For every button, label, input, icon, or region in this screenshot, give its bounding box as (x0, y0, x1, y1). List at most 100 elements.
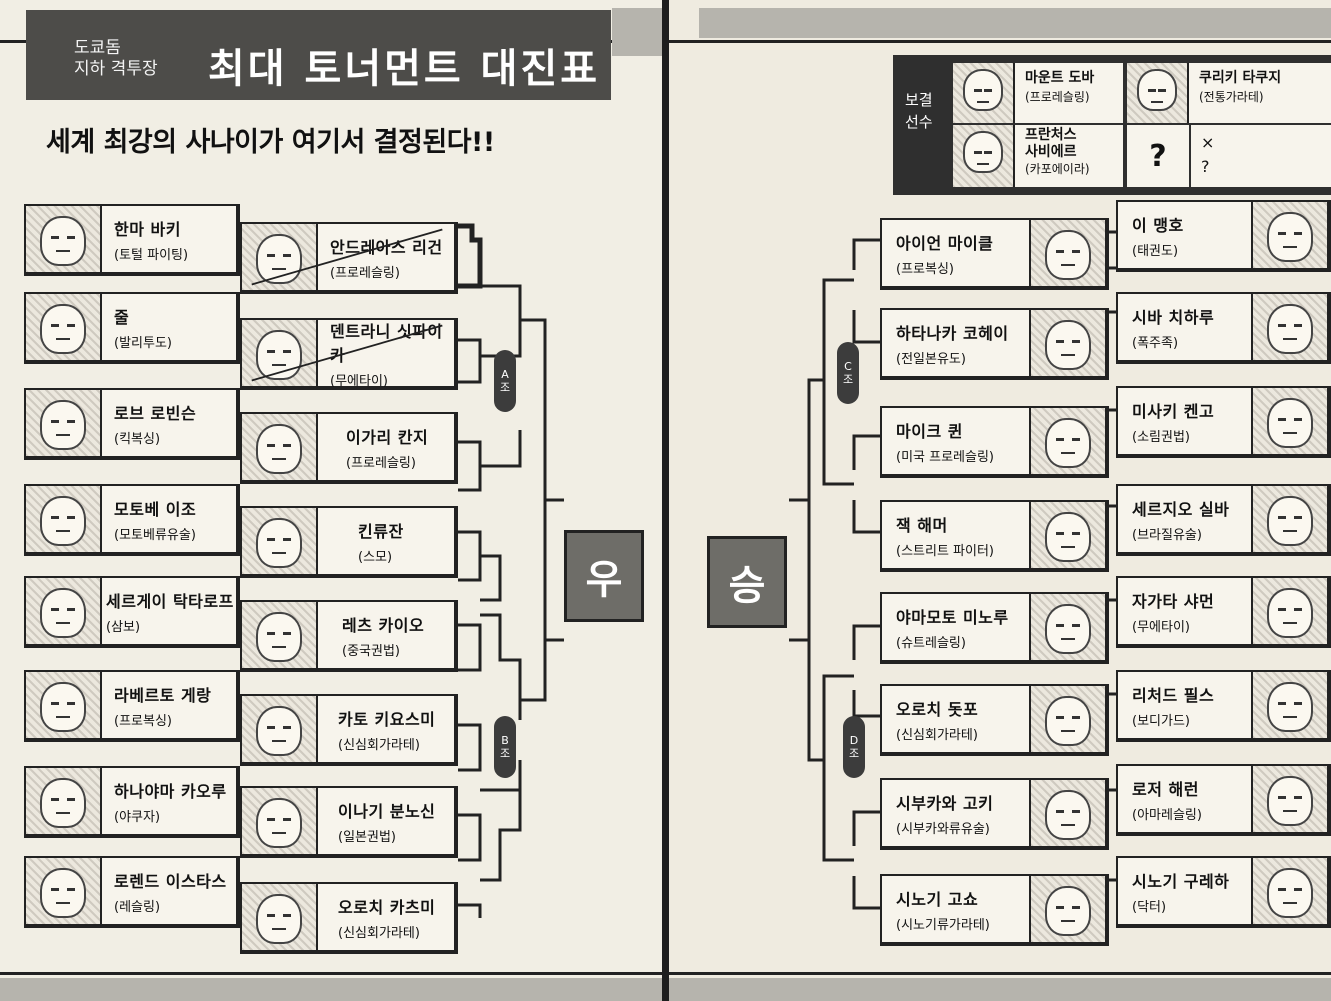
fighter-style: (프로레슬링) (1025, 90, 1090, 104)
fighter-portrait (1251, 766, 1327, 832)
fighter-name: 야마모토 미노루 (896, 607, 1009, 627)
fighter-card-shibukawa[interactable]: 시부카와 고키(시부카와류유술) (880, 778, 1109, 850)
fighter-name: 마이크 퀸 (896, 421, 963, 441)
fighter-style: (프로복싱) (896, 261, 954, 277)
fighter-style: (삼보) (106, 619, 141, 635)
fighter-name: 하나야마 카오루 (114, 781, 227, 801)
fighter-style: (카포에이라) (1025, 162, 1090, 176)
fighter-name: 레츠 카이오 (342, 615, 425, 635)
fighter-card-eastas[interactable]: 로렌드 이스타스(레슬링) (24, 856, 240, 928)
fighter-portrait (26, 768, 102, 834)
fighter-name: 프란처스 사비에르 (1025, 127, 1077, 160)
fighter-card-robinson[interactable]: 로브 로빈슨(킥복싱) (24, 388, 240, 460)
fighter-card-inagi[interactable]: 이나기 분노신(일본권법) (240, 786, 458, 858)
fighter-portrait (26, 578, 102, 644)
fighter-portrait (1029, 310, 1105, 376)
fighter-card-katsumi[interactable]: 오로치 카츠미(신심회가라테) (240, 882, 458, 954)
fighter-style: (시노기류가라테) (896, 917, 990, 933)
reserve-label: 보결 선수 (905, 91, 933, 131)
fighter-card-quinn[interactable]: 마이크 퀸 (미국 프로레슬링) (880, 406, 1109, 478)
group-d-label: D 조 (843, 716, 865, 778)
fighter-card-dentrani[interactable]: 덴트라니 싯파이카(무에타이) (240, 318, 458, 390)
fighter-style: (신심회가라테) (338, 737, 420, 753)
fighter-portrait (1127, 63, 1189, 123)
fighter-card-baki[interactable]: 한마 바키(토털 파이팅) (24, 204, 240, 276)
fighter-card-tactarov[interactable]: 세르게이 탁타로프(삼보) (24, 576, 240, 648)
unknown-reserve-info: × ? (1191, 125, 1331, 187)
bottom-band (0, 978, 662, 1001)
fighter-card-gaoh[interactable]: 시노기 고쇼(시노기류가라테) (880, 874, 1109, 946)
fighter-card-silva[interactable]: 세르지오 실바 (브라질유술) (1116, 484, 1331, 556)
fighter-card-lee[interactable]: 이 맹호(태권도) (1116, 200, 1331, 272)
fighter-name: 리처드 필스 (1132, 685, 1215, 705)
reserve-player-mount-toba[interactable]: 마운트 도바(프로레슬링) (953, 63, 1123, 123)
fighter-card-guerang[interactable]: 라베르토 게랑(프로복싱) (24, 670, 240, 742)
fighter-portrait (1251, 858, 1327, 924)
fighter-style: (브라질유술) (1132, 527, 1202, 543)
fighter-style: (닥터) (1132, 899, 1167, 915)
fighter-card-fils[interactable]: 리처드 필스(보디가드) (1116, 670, 1331, 742)
fighter-portrait (242, 508, 318, 574)
fighter-card-motobe[interactable]: 모토베 이조(모토베류유술) (24, 484, 240, 556)
reserve-player-kuriki[interactable]: 쿠리키 타쿠지(전통가라테) (1127, 63, 1331, 123)
fighter-portrait (26, 486, 102, 552)
fighter-style: (프로레슬링) (330, 265, 400, 281)
fighter-name: 하타나카 코헤이 (896, 323, 1009, 343)
fighter-card-shiba[interactable]: 시바 치하루(폭주족) (1116, 292, 1331, 364)
fighter-portrait (1029, 408, 1105, 474)
headline: 세계 최강의 사나이가 여기서 결정된다!! (46, 127, 495, 158)
fighter-style: (미국 프로레슬링) (896, 449, 994, 465)
fighter-portrait (1251, 486, 1327, 552)
fighter-portrait (26, 672, 102, 738)
fighter-name: 세르지오 실바 (1132, 499, 1230, 519)
fighter-card-igari[interactable]: 이가리 칸지(프로레슬링) (240, 412, 458, 484)
fighter-portrait (1251, 202, 1327, 268)
top-band (699, 8, 1331, 38)
reserve-player-francis[interactable]: 프란처스 사비에르 (카포에이라) (953, 125, 1123, 187)
fighter-card-hanayama[interactable]: 하나야마 카오루 (야쿠자) (24, 766, 240, 838)
fighter-name: 덴트라니 싯파이카 (330, 321, 443, 365)
fighter-style: (야쿠자) (114, 809, 161, 825)
fighter-style: (스트리트 파이터) (896, 543, 994, 559)
fighter-style: (발리투도) (114, 335, 172, 351)
fighter-card-hammer[interactable]: 잭 해머 (스트리트 파이터) (880, 500, 1109, 572)
fighter-card-kinryuzan[interactable]: 킨류잔(스모) (240, 506, 458, 578)
fighter-portrait (242, 602, 318, 668)
fighter-card-zul[interactable]: 줄(발리투도) (24, 292, 240, 364)
fighter-style: (스모) (358, 549, 393, 565)
fighter-card-yamamoto[interactable]: 야마모토 미노루 (슈트레슬링) (880, 592, 1109, 664)
fighter-name: 로브 로빈슨 (114, 403, 197, 423)
fighter-style: (일본권법) (338, 829, 396, 845)
fighter-name: 시부카와 고키 (896, 793, 994, 813)
book-gutter (662, 0, 669, 1001)
fighter-style: (무에타이) (1132, 619, 1190, 635)
fighter-name: 오로치 돗포 (896, 699, 979, 719)
fighter-card-doppo[interactable]: 오로치 돗포(신심회가라테) (880, 684, 1109, 756)
fighter-portrait (953, 63, 1015, 123)
right-page: 보결 선수 마운트 도바(프로레슬링) 쿠리키 타쿠지(전통가라테) 프란처스 … (669, 0, 1331, 1001)
fighter-portrait (26, 858, 102, 924)
fighter-card-misaki[interactable]: 미사키 켄고(소림권법) (1116, 386, 1331, 458)
bottom-rule (0, 972, 662, 975)
fighter-card-michael[interactable]: 아이언 마이클(프로복싱) (880, 218, 1109, 290)
fighter-style: (아마레슬링) (1132, 807, 1202, 823)
fighter-style: (레슬링) (114, 899, 161, 915)
fighter-style: (전일본유도) (896, 351, 966, 367)
fighter-card-retsu[interactable]: 레츠 카이오(중국권법) (240, 600, 458, 672)
fighter-style: (태권도) (1132, 243, 1179, 259)
fighter-card-kureha[interactable]: 시노기 구레하(닥터) (1116, 856, 1331, 928)
fighter-portrait (1029, 876, 1105, 942)
group-b-label: B 조 (494, 716, 516, 778)
fighter-name: 이가리 칸지 (346, 427, 429, 447)
fighter-card-hearn[interactable]: 로저 해런(아마레슬링) (1116, 764, 1331, 836)
fighter-name: 라베르토 게랑 (114, 685, 212, 705)
fighter-name: 잭 해머 (896, 515, 948, 535)
fighter-card-hatanaka[interactable]: 하타나카 코헤이 (전일본유도) (880, 308, 1109, 380)
fighter-card-kato[interactable]: 카토 키요스미(신심회가라테) (240, 694, 458, 766)
fighter-card-jagatha[interactable]: 자가타 샤먼(무에타이) (1116, 576, 1331, 648)
fighter-portrait (1251, 294, 1327, 360)
fighter-style: (폭주족) (1132, 335, 1179, 351)
champion-box-right: 승 (707, 536, 787, 628)
fighter-style: (슈트레슬링) (896, 635, 966, 651)
fighter-card-andreas[interactable]: 안드레아스 리건(프로레슬링) (240, 222, 458, 294)
